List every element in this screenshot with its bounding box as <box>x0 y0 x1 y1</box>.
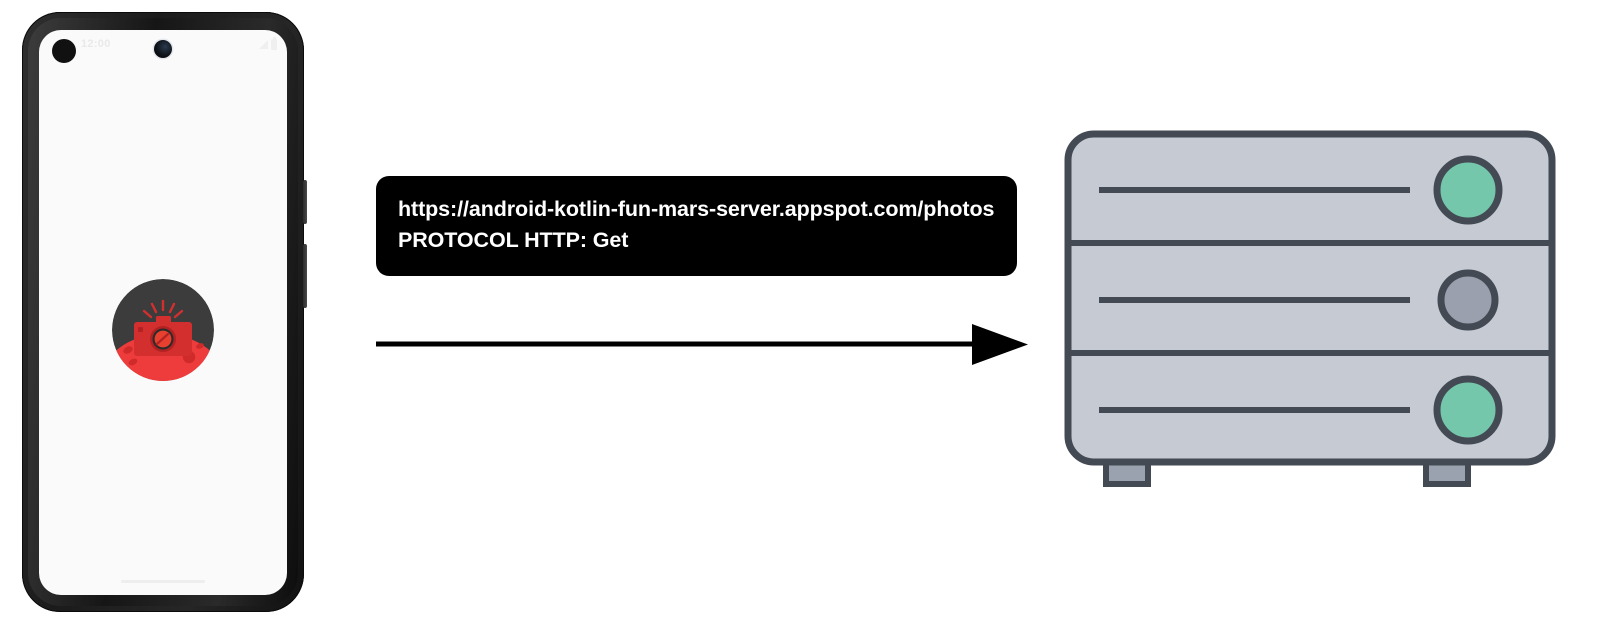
status-bar: 12:00 <box>39 30 287 64</box>
status-bar-time: 12:00 <box>81 38 111 50</box>
server-unit-2 <box>1099 269 1499 331</box>
server-unit-3 <box>1099 375 1503 445</box>
http-request-callout: https://android-kotlin-fun-mars-server.a… <box>376 176 1017 276</box>
screen-corner-dot <box>52 39 76 63</box>
mars-photos-app-icon[interactable] <box>111 278 215 382</box>
battery-icon <box>271 37 277 50</box>
request-url-text: https://android-kotlin-fun-mars-server.a… <box>398 197 995 221</box>
phone-screen[interactable]: 12:00 <box>39 30 287 595</box>
status-bar-icons <box>259 37 277 50</box>
server-unit-1 <box>1099 155 1503 225</box>
gesture-nav-bar[interactable] <box>121 580 205 583</box>
request-direction-arrow <box>376 324 1028 365</box>
volume-button[interactable] <box>303 244 307 308</box>
request-protocol-text: PROTOCOL HTTP: Get <box>398 228 629 252</box>
web-server-illustration <box>1062 128 1558 496</box>
power-button[interactable] <box>303 180 307 224</box>
android-phone-mockup: 12:00 <box>22 12 307 612</box>
front-camera-icon <box>154 40 172 58</box>
signal-triangle-icon <box>259 40 268 49</box>
